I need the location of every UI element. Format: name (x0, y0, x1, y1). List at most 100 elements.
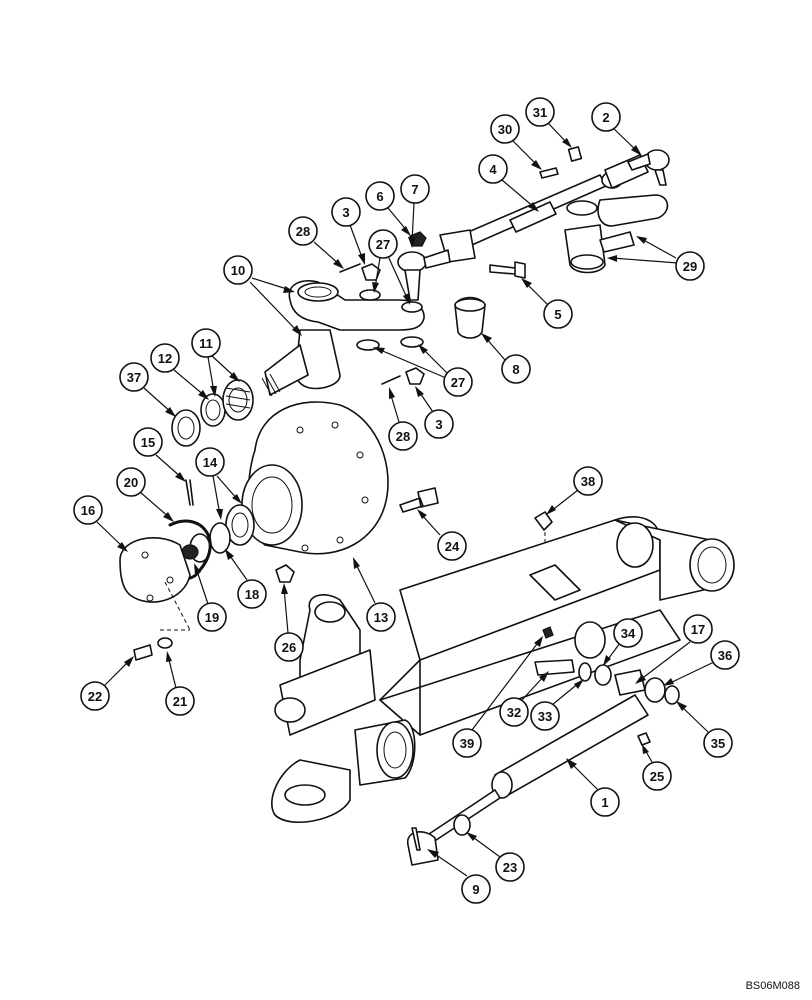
callout-label-28-upper: 28 (296, 224, 310, 239)
alignment-dash-1 (164, 581, 191, 631)
callout-label-19: 19 (205, 610, 219, 625)
callout-label-3-lower: 3 (435, 417, 442, 432)
callout-31: 31 (525, 97, 572, 148)
washer-27d (400, 336, 424, 348)
callout-25: 25 (642, 744, 672, 791)
callout-label-4: 4 (489, 162, 497, 177)
hub-cap-16 (119, 537, 191, 603)
callout-label-34: 34 (621, 626, 636, 641)
callout-label-15: 15 (141, 435, 155, 450)
axle-beam (379, 516, 735, 736)
callout-6: 6 (365, 181, 411, 236)
callout-label-29: 29 (683, 259, 697, 274)
callout-10: 10 (223, 255, 302, 336)
callout-20: 20 (116, 467, 174, 522)
callout-label-30: 30 (498, 122, 512, 137)
callout-9: 9 (427, 849, 491, 904)
washer-36 (644, 677, 666, 703)
dust-boot-8 (454, 296, 486, 339)
callout-36: 36 (663, 640, 740, 686)
callout-label-3-upper: 3 (342, 205, 349, 220)
callout-2: 2 (591, 102, 642, 156)
callout-label-23: 23 (503, 860, 517, 875)
callout-label-20: 20 (124, 475, 138, 490)
cap-35 (664, 685, 680, 705)
pin-30 (539, 167, 559, 179)
washer-27a (359, 289, 381, 301)
callout-label-24: 24 (445, 539, 460, 554)
callout-label-5: 5 (554, 307, 561, 322)
callout-24: 24 (417, 509, 467, 561)
callout-34: 34 (603, 618, 643, 666)
wheel-nut-26 (275, 564, 295, 583)
knuckle-arm-29 (564, 194, 669, 274)
callout-39: 39 (452, 636, 543, 758)
cotter-pin-28-lower (381, 375, 401, 385)
callout-3-upper: 3 (331, 197, 365, 265)
seal-17 (614, 669, 646, 696)
steering-knuckle (271, 594, 416, 823)
callout-label-12: 12 (158, 351, 172, 366)
callout-23: 23 (466, 832, 525, 882)
callout-30: 30 (490, 114, 542, 170)
callout-label-39: 39 (460, 736, 474, 751)
nut-3-upper (361, 263, 381, 281)
callout-14: 14 (195, 447, 242, 520)
grease-nipple-25 (637, 732, 651, 746)
callout-27-upper: 27 (368, 229, 410, 305)
callout-13: 13 (353, 557, 396, 632)
callout-label-21: 21 (173, 694, 187, 709)
callout-18: 18 (225, 549, 267, 609)
bearing-set-upper (171, 379, 254, 447)
callout-label-22: 22 (88, 689, 102, 704)
callout-28-upper: 28 (288, 216, 344, 269)
grease-nipple-38 (534, 511, 553, 531)
key-31 (567, 146, 583, 162)
washer-27b (401, 301, 423, 313)
callout-19: 19 (194, 563, 227, 632)
nut-3-lower (405, 367, 425, 385)
callout-label-36: 36 (718, 648, 732, 663)
callout-label-32: 32 (507, 705, 521, 720)
callout-15: 15 (133, 427, 186, 482)
callout-5: 5 (521, 278, 573, 329)
wheel-hub-13 (241, 401, 389, 555)
callout-label-27-lower: 27 (451, 375, 465, 390)
ball-joint-end-2 (627, 149, 670, 186)
callout-11: 11 (191, 328, 240, 397)
callout-12: 12 (150, 343, 209, 400)
lock-nut-23 (453, 814, 471, 836)
callout-32: 32 (499, 671, 549, 727)
callout-label-17: 17 (691, 622, 705, 637)
callout-27-lower: 27 (373, 344, 473, 397)
callout-26: 26 (274, 583, 304, 662)
callout-label-28-lower: 28 (396, 429, 410, 444)
drawing-id-label: BS06M088 (745, 980, 800, 992)
callout-label-13: 13 (374, 610, 388, 625)
bolt-5 (489, 261, 526, 279)
callout-label-37: 37 (127, 370, 141, 385)
callout-7: 7 (400, 174, 430, 248)
grease-nipple-39 (542, 626, 554, 639)
callout-label-25: 25 (650, 769, 664, 784)
callout-label-27-upper: 27 (376, 237, 390, 252)
washer-21 (157, 637, 173, 649)
callout-21: 21 (165, 651, 195, 716)
steering-arm (261, 280, 425, 397)
callout-label-16: 16 (81, 503, 95, 518)
callout-label-14: 14 (203, 455, 218, 470)
pin-32 (534, 659, 575, 676)
bearing-set-lower (181, 504, 255, 563)
callout-label-8: 8 (512, 362, 519, 377)
callout-1: 1 (566, 758, 620, 817)
bush-34 (594, 664, 612, 686)
callout-label-38: 38 (581, 474, 595, 489)
washer-27c (356, 339, 380, 351)
callout-label-7: 7 (411, 182, 418, 197)
split-pin-15 (185, 479, 194, 506)
callout-17: 17 (635, 614, 713, 684)
callout-16: 16 (73, 495, 128, 552)
callout-label-11: 11 (199, 336, 213, 351)
callout-label-18: 18 (245, 587, 259, 602)
